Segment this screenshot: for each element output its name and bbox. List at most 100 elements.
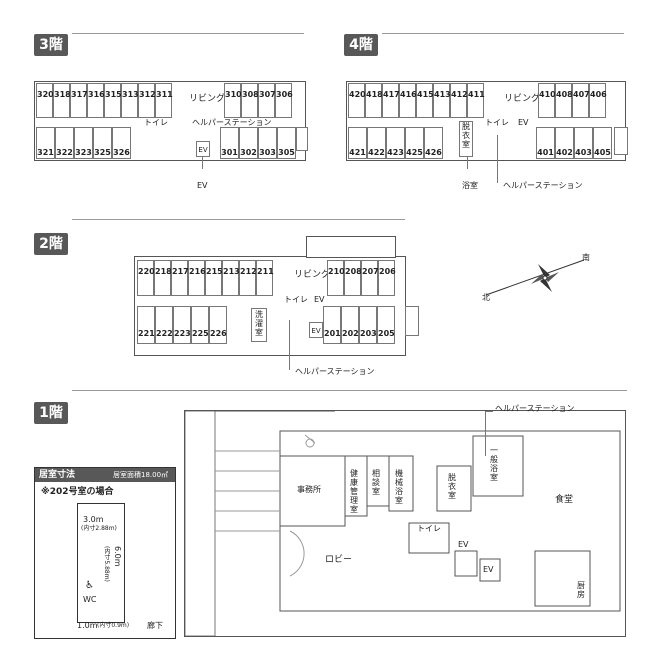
room-416: 416 (399, 83, 417, 118)
room-212: 212 (239, 260, 257, 296)
room-211: 211 (256, 260, 274, 296)
room-223: 223 (173, 306, 191, 344)
floor-2-living: リビング (294, 270, 331, 280)
floor-3-rule (72, 33, 304, 34)
room-dimension-area: 居室面積18.00㎡ (113, 471, 169, 479)
floor-3-helper-station: ヘルパーステーション (192, 118, 272, 127)
room-210: 210 (327, 260, 345, 296)
floor-1-lines (185, 411, 621, 636)
floor-4-rule (382, 33, 624, 34)
floor-4-ev: EV (518, 118, 529, 127)
room-420: 420 (348, 83, 366, 118)
room-225: 225 (191, 306, 209, 344)
room-dimension-case: ※202号室の場合 (41, 487, 114, 497)
floor-2-upper-wing (306, 236, 396, 258)
floor-4-bath-leader (467, 157, 468, 169)
room-dimension-wc: WC (83, 595, 97, 604)
floor-4-living: リビング (504, 94, 541, 104)
floor-1-ev-a: EV (458, 540, 469, 549)
room-316: 316 (87, 83, 105, 118)
room-305: 305 (277, 127, 296, 159)
room-423: 423 (386, 127, 405, 159)
floor-2-tag: 2階 (34, 233, 68, 255)
room-425: 425 (405, 127, 424, 159)
floor-3-ev-leader (202, 157, 203, 169)
room-413: 413 (433, 83, 451, 118)
floor-1-machine-bath: 機械浴室 (395, 469, 403, 505)
room-215: 215 (205, 260, 223, 296)
floor-2-toilet: トイレ (284, 295, 308, 304)
floor-3-toilet: トイレ (144, 118, 168, 127)
room-220: 220 (137, 260, 155, 296)
floor-4-plan: 420 418 417 416 415 413 412 411 リビング 410… (346, 75, 636, 193)
room-405: 405 (593, 127, 612, 159)
floor-1-tag: 1階 (34, 402, 68, 424)
room-406: 406 (589, 83, 607, 118)
floor-4-helper-station: ヘルパーステーション (503, 181, 583, 190)
floor-3-ev-label: EV (197, 181, 208, 190)
room-301: 301 (220, 127, 239, 159)
floor-1-plan: ヘルパーステーション 事務所 健康管理室 相談室 機械浴室 脱衣室 一般浴室 食… (184, 405, 626, 637)
floor-1-ev-b: EV (483, 565, 494, 574)
room-401: 401 (536, 127, 555, 159)
room-326: 326 (112, 127, 131, 159)
room-dimension-drawing (77, 503, 125, 623)
floor-1-rule (72, 390, 627, 391)
room-321: 321 (36, 127, 55, 159)
room-dimension-depth-inner: (内寸5.88m) (103, 546, 110, 582)
room-315: 315 (104, 83, 122, 118)
room-323: 323 (74, 127, 93, 159)
room-311: 311 (155, 83, 173, 118)
floor-1-general-bath: 一般浴室 (490, 446, 498, 482)
room-415: 415 (416, 83, 434, 118)
room-dimension-door: 1.0m (77, 621, 98, 630)
compass-rose-icon (485, 259, 585, 296)
floor-3-plan: 320 318 317 316 315 313 312 311 リビング 310… (34, 75, 308, 190)
compass-north: 北 (482, 293, 490, 302)
floor-4-bath: 浴室 (462, 181, 478, 190)
room-318: 318 (53, 83, 71, 118)
floor-1-dressing: 脱衣室 (448, 473, 456, 500)
room-226: 226 (209, 306, 227, 344)
floor-1-helper-station: ヘルパーステーション (495, 404, 575, 413)
room-412: 412 (450, 83, 468, 118)
room-222: 222 (155, 306, 173, 344)
floor-4-helper-leader (497, 135, 498, 183)
room-206: 206 (378, 260, 396, 296)
room-410: 410 (538, 83, 556, 118)
wheelchair-icon: ♿ (85, 580, 94, 591)
room-426: 426 (424, 127, 443, 159)
floor-2-laundry: 洗濯室 (255, 310, 263, 337)
floor-3-stair (296, 127, 308, 151)
room-dimension-title: 居室寸法 (39, 470, 76, 480)
room-403: 403 (574, 127, 593, 159)
room-308: 308 (241, 83, 259, 118)
room-221: 221 (137, 306, 155, 344)
floor-2-ev-shaft: EV (309, 322, 323, 338)
room-317: 317 (70, 83, 88, 118)
floor-3-living: リビング (189, 94, 226, 104)
floor-1-kitchen: 厨房 (577, 581, 585, 599)
room-dimension-width-inner: (内寸2.88m) (81, 525, 117, 532)
room-216: 216 (188, 260, 206, 296)
room-325: 325 (93, 127, 112, 159)
floor-1-health: 健康管理室 (350, 469, 358, 514)
room-201: 201 (323, 306, 341, 344)
floor-1-toilet: トイレ (417, 524, 441, 533)
room-310: 310 (224, 83, 242, 118)
room-402: 402 (555, 127, 574, 159)
room-205: 205 (377, 306, 395, 344)
room-411: 411 (467, 83, 485, 118)
floor-2-laundry-room (251, 308, 267, 342)
floor-4-dressing: 脱衣室 (462, 122, 470, 149)
floor-1-office: 事務所 (297, 485, 321, 494)
room-dimension-door-inner: (内寸0.9m) (97, 622, 130, 629)
floor-2-rule (72, 219, 405, 220)
room-217: 217 (171, 260, 189, 296)
room-dimension-width: 3.0m (83, 515, 104, 524)
room-306: 306 (275, 83, 293, 118)
room-312: 312 (138, 83, 156, 118)
floor-1-helper-leader-h (485, 411, 493, 412)
room-320: 320 (36, 83, 54, 118)
room-313: 313 (121, 83, 139, 118)
